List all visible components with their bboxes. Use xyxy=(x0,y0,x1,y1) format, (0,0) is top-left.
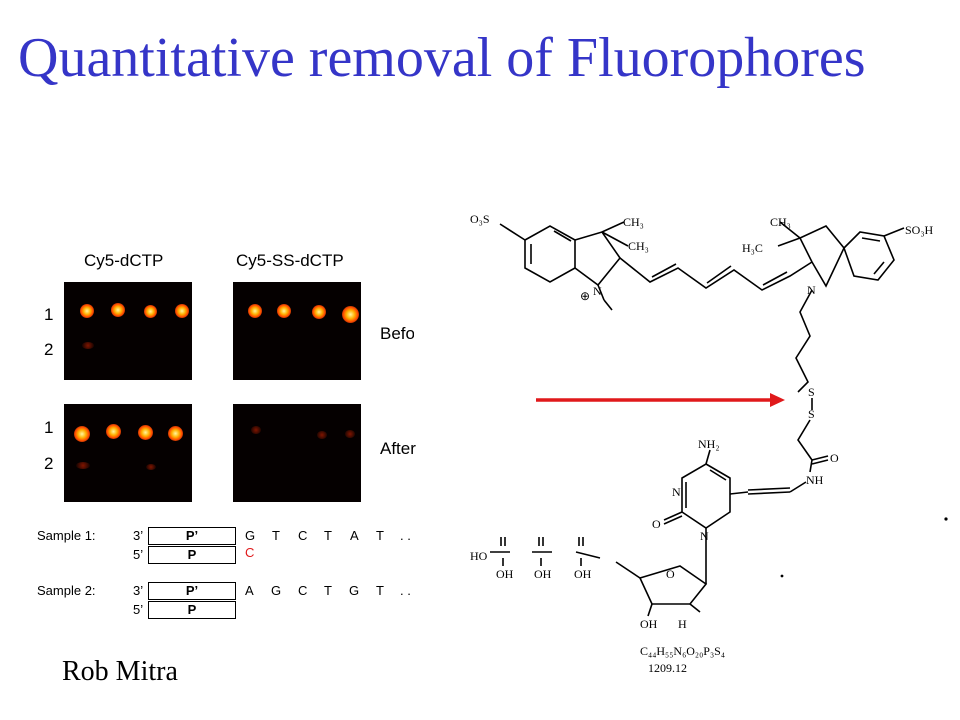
sample-2-base: A xyxy=(245,583,254,598)
faint-spot xyxy=(317,431,327,439)
sulfur-label: S xyxy=(808,385,815,399)
positive-charge-icon: ⊕ xyxy=(580,289,590,303)
amine-label: NH₂ xyxy=(698,437,720,451)
sample-1-base: T xyxy=(376,528,384,543)
faint-spot xyxy=(82,342,94,349)
cytosine-nitrogen-label: N xyxy=(672,485,681,499)
sample-2-prime-5: 5’ xyxy=(133,602,144,617)
slide-title: Quantitative removal of Fluorophores xyxy=(18,27,866,89)
fluorescent-spot xyxy=(312,305,326,319)
gel-panel-cy5-ss-dctp-before xyxy=(233,282,361,380)
side-label-before: Befo xyxy=(380,324,414,343)
sample-1-prime-3: 3’ xyxy=(133,528,144,543)
molecular-mass: 1209.12 xyxy=(648,661,687,675)
indole-nitrogen-label: N xyxy=(807,283,816,297)
left-benzene-ring xyxy=(524,225,576,283)
author-name: Rob Mitra xyxy=(62,656,178,687)
row-label-2-before: 2 xyxy=(44,340,54,359)
sample-2-base: T xyxy=(376,583,384,598)
amide-nh-label: NH xyxy=(806,473,824,487)
methyl-label: CH₃ xyxy=(623,215,644,229)
sample-1-base: T xyxy=(272,528,280,543)
sample-2-base: G xyxy=(349,583,360,598)
cytosine-nitrogen-label: N xyxy=(700,529,709,543)
indolium-nitrogen-label: N xyxy=(593,284,602,298)
faint-spot xyxy=(76,462,90,469)
hydroxyl-label: OH xyxy=(574,567,592,581)
methyl-label: H₃C xyxy=(742,241,763,255)
side-label-after: After xyxy=(380,439,416,458)
gel-header-cy5-ss-dctp: Cy5-SS-dCTP xyxy=(236,251,344,270)
cytosine-ring xyxy=(681,463,731,529)
sample-2-base: G xyxy=(271,583,282,598)
cy5-ss-dctp-structure: O₃S CH₃ CH₃ N ⊕ CH₃ H₃C SO₃H N S S O NH … xyxy=(470,212,948,675)
sample-1-base: T xyxy=(324,528,332,543)
gel-panel-cy5-dctp-before xyxy=(64,282,192,380)
fluorescent-spot xyxy=(74,426,90,442)
sample-1-ellipsis: . . xyxy=(400,528,411,543)
gel-panel-cy5-ss-dctp-after xyxy=(233,404,361,502)
fluorescent-spot xyxy=(106,424,121,439)
fluorescent-spot xyxy=(248,304,262,318)
gel-header-cy5-dctp: Cy5-dCTP xyxy=(84,251,164,270)
sample-1-incorporated-base: C xyxy=(245,545,255,560)
sulfonate-left-label: O₃S xyxy=(470,212,490,226)
fluorescent-spot xyxy=(111,303,125,317)
sample-2-base: C xyxy=(298,583,308,598)
sample-1-prime-5: 5’ xyxy=(133,547,144,562)
molecular-formula: C₄₄H₅₅N₆O₂₀P₃S₄ xyxy=(640,644,725,658)
fluorescent-spot xyxy=(168,426,183,441)
hydroxyl-label: OH xyxy=(534,567,552,581)
sulfur-label: S xyxy=(808,407,815,421)
fluorescent-spot xyxy=(138,425,153,440)
fluorescent-spot xyxy=(277,304,291,318)
sugar-hydroxyl-label: OH xyxy=(640,617,658,631)
sample-1-base: A xyxy=(350,528,359,543)
fluorescent-spot xyxy=(342,306,359,323)
arrow-to-disulfide xyxy=(536,393,785,407)
sample-2-base: T xyxy=(324,583,332,598)
sample-1-primer-bottom: P xyxy=(148,546,236,564)
sample-2-primer-top: P’ xyxy=(148,582,236,600)
hydroxyl-label: OH xyxy=(496,567,514,581)
amide-oxygen-label: O xyxy=(830,451,839,465)
methyl-label: CH₃ xyxy=(770,215,791,229)
sample-1-primer-top: P’ xyxy=(148,527,236,545)
faint-spot xyxy=(345,430,355,438)
fluorescent-spot xyxy=(175,304,189,318)
sample-2-ellipsis: . . xyxy=(400,583,411,598)
row-label-1-before: 1 xyxy=(44,305,54,324)
sugar-ring xyxy=(638,565,708,605)
sample-1-base: C xyxy=(298,528,308,543)
row-label-2-after: 2 xyxy=(44,454,54,473)
right-benzene-ring xyxy=(843,231,895,281)
fluorescent-spot xyxy=(144,305,157,318)
fluorescent-spot xyxy=(80,304,94,318)
ring-oxygen-label: O xyxy=(666,567,675,581)
sample-1-base: G xyxy=(245,528,256,543)
carbonyl-oxygen-label: O xyxy=(652,517,661,531)
sample-1-label: Sample 1: xyxy=(37,528,96,543)
sample-2-prime-3: 3’ xyxy=(133,583,144,598)
gel-panel-cy5-dctp-after xyxy=(64,404,192,502)
sugar-hydrogen-label: H xyxy=(678,617,687,631)
faint-spot xyxy=(146,464,156,470)
sulfonic-acid-label: SO₃H xyxy=(905,223,934,237)
methyl-label: CH₃ xyxy=(628,239,649,253)
sample-2-label: Sample 2: xyxy=(37,583,96,598)
row-label-1-after: 1 xyxy=(44,418,54,437)
hydroxyl-label: HO xyxy=(470,549,488,563)
sample-2-primer-bottom: P xyxy=(148,601,236,619)
faint-spot xyxy=(251,426,261,434)
